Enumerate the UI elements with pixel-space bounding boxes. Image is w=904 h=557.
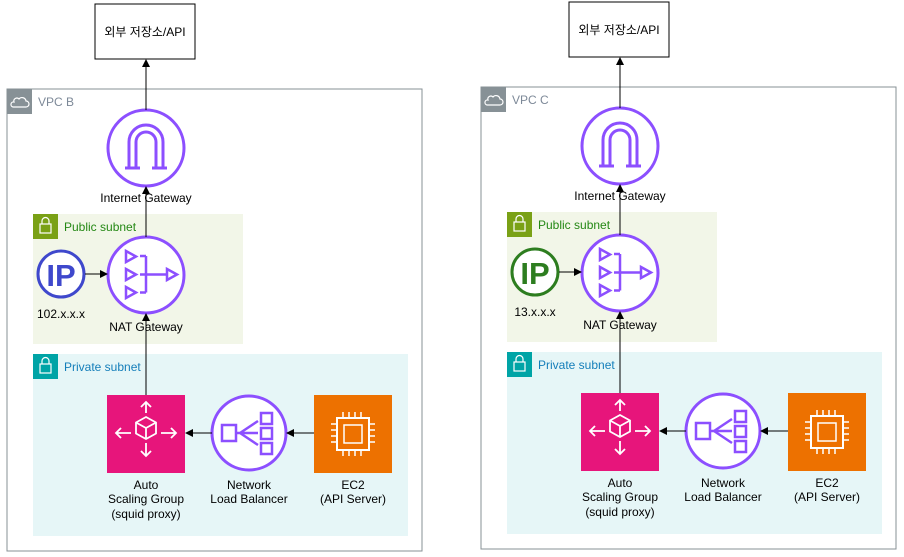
diagram-vpc-c: 외부 저장소/API VPC C Public subnet Private s…: [480, 1, 897, 550]
elastic-ip-address: 102.x.x.x: [37, 307, 85, 321]
nlb-label-line2: Load Balancer: [210, 492, 287, 506]
public-subnet-lock-icon: [33, 214, 58, 239]
network-load-balancer-icon: [684, 392, 762, 470]
diagram-vpc-b: 외부 저장소/API VPC B Public subnet Private s…: [6, 3, 423, 552]
vpc-cloud-icon: [7, 89, 32, 114]
vpc-label: VPC C: [512, 93, 549, 107]
nlb-label-line1: Network: [227, 478, 272, 492]
asg-label-line2: Scaling Group: [582, 490, 658, 504]
ec2-label-line2: (API Server): [794, 490, 860, 504]
private-subnet-label: Private subnet: [64, 360, 141, 374]
ec2-label-line1: EC2: [815, 476, 839, 490]
private-subnet-label: Private subnet: [538, 358, 615, 372]
ec2-instance-icon: [314, 395, 392, 473]
auto-scaling-group-icon: [107, 395, 185, 473]
external-api-box: [94, 3, 196, 60]
elastic-ip-icon: IP: [510, 247, 560, 297]
auto-scaling-group-icon: [581, 393, 659, 471]
internet-gateway-icon: [580, 106, 660, 186]
ec2-label-line2: (API Server): [320, 492, 386, 506]
ec2-instance-icon: [788, 393, 866, 471]
private-subnet-lock-icon: [33, 354, 58, 379]
asg-label-line3: (squid proxy): [585, 505, 654, 519]
asg-label-line3: (squid proxy): [111, 507, 180, 521]
nat-gateway-icon: [580, 233, 660, 313]
public-subnet-label: Public subnet: [64, 220, 137, 234]
vpc-label: VPC B: [38, 95, 74, 109]
network-load-balancer-icon: [210, 394, 288, 472]
asg-label-line2: Scaling Group: [108, 492, 184, 506]
elastic-ip-icon: IP: [36, 249, 86, 299]
public-subnet-label: Public subnet: [538, 218, 611, 232]
vpc-container: [6, 88, 423, 552]
asg-label-line1: Auto: [134, 478, 159, 492]
elastic-ip-glyph: IP: [46, 258, 75, 293]
elastic-ip-glyph: IP: [520, 256, 549, 291]
external-api-label: 외부 저장소/API: [578, 23, 659, 37]
nlb-label-line2: Load Balancer: [684, 490, 761, 504]
vpc-container: [480, 86, 897, 550]
elastic-ip-address: 13.x.x.x: [514, 305, 555, 319]
asg-label-line1: Auto: [608, 476, 633, 490]
vpc-cloud-icon: [481, 87, 506, 112]
external-api-box: [568, 1, 670, 58]
public-subnet-lock-icon: [507, 212, 532, 237]
nlb-label-line1: Network: [701, 476, 746, 490]
ec2-label-line1: EC2: [341, 478, 365, 492]
external-api-label: 외부 저장소/API: [104, 25, 185, 39]
internet-gateway-icon: [106, 108, 186, 188]
private-subnet-lock-icon: [507, 352, 532, 377]
nat-gateway-icon: [106, 235, 186, 315]
